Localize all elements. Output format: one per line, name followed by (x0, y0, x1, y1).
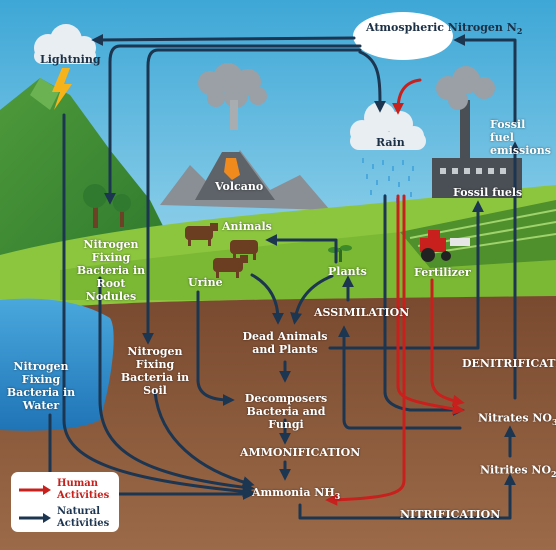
rain-cloud (350, 102, 426, 150)
nitrates-label: Nitrates NO3- (478, 408, 556, 429)
lightning-cloud (34, 24, 96, 64)
arrow-atmos-to-nodules (104, 44, 362, 205)
trees (83, 184, 131, 228)
nfb-root-nodules-label: Nitrogen Fixing Bacteria in Root Nodules (76, 238, 146, 303)
ammonification-label: AMMONIFICATION (240, 446, 361, 459)
green-mountain (0, 78, 170, 260)
arrow-nodules-to-ammonia (98, 276, 255, 494)
nitrites-sub: 2 (551, 468, 556, 479)
plants-label: Plants (328, 265, 367, 278)
factory-smoke (436, 66, 495, 110)
arrow-emissions-to-atmos (453, 34, 517, 124)
rain-label: Rain (376, 136, 405, 149)
atmospheric-nitrogen-label: Atmospheric Nitrogen N2 (366, 21, 522, 38)
ammonia-text: Ammonia NH (252, 486, 335, 499)
human-legend-arrow (19, 485, 51, 495)
arrow-urine-to-decomposers (196, 290, 235, 406)
atmospheric-nitrogen-sub: 2 (516, 26, 523, 37)
cows (185, 223, 258, 278)
arrow-rain-to-nitrates-red (396, 194, 465, 415)
animals-label: Animals (222, 220, 272, 233)
arrow-fertilizer-to-nitrates (430, 278, 465, 407)
nfb-water-label: Nitrogen Fixing Bacteria in Water (6, 360, 76, 412)
soil (0, 296, 556, 550)
ammonia-label: Ammonia NH3 (252, 486, 340, 503)
arrow-plants-to-dead (290, 274, 334, 325)
nitrates-text: Nitrates NO (478, 411, 552, 425)
ammonia-sub: 3 (334, 491, 341, 502)
decomposers-label: Decomposers Bacteria and Fungi (244, 392, 328, 431)
natural-legend-label: Natural Activities (57, 506, 110, 529)
fossil-fuel-emissions-label: Fossil fuel emissions (490, 118, 551, 157)
volcano-label: Volcano (215, 180, 264, 193)
arrow-rain-to-nitrates-dark (383, 194, 465, 416)
assimilation-label: ASSIMILATION (314, 306, 410, 319)
natural-legend-arrow (19, 513, 51, 523)
arrow-human-to-rain (392, 78, 422, 115)
arrow-atmos-to-lightning (91, 33, 356, 46)
arrow-rain-to-ammonia-red (325, 194, 406, 506)
lightning-bolt (52, 68, 72, 110)
atmospheric-nitrogen-bubble (353, 12, 453, 60)
denitrification-label: DENITRIFICATION (462, 357, 556, 370)
urine-label: Urine (188, 276, 223, 289)
nitrites-text: Nitrites NO (480, 463, 552, 477)
human-arrows (325, 78, 465, 506)
nitrites-label: Nitrites NO2- (480, 460, 556, 481)
arrow-plants-to-animals (265, 234, 338, 264)
arrow-lightning-to-ammonia (62, 113, 255, 498)
tractor (420, 230, 470, 262)
atmospheric-nitrogen-text: Atmospheric Nitrogen N (366, 21, 517, 34)
fertilizer-label: Fertilizer (414, 266, 471, 279)
legend: Human Activities Natural Activities (11, 472, 119, 532)
arrow-animals-to-dead (250, 273, 284, 325)
arrow-nitrification (298, 473, 516, 520)
arrow-atmos-to-rain (358, 50, 386, 113)
dead-animals-plants-label: Dead Animals and Plants (242, 330, 328, 356)
arrow-atmos-to-soilbacteria (142, 48, 362, 345)
water (0, 298, 114, 431)
arrow-nitrates-to-plants (338, 325, 462, 430)
nitrates-sub: 3 (551, 416, 556, 427)
arrow-dead-to-fossil (328, 200, 484, 350)
volcano-smoke (198, 63, 267, 130)
arrow-soilbacteria-to-ammonia (153, 390, 255, 488)
human-legend-label: Human Activities (57, 478, 110, 501)
factory (432, 100, 522, 198)
nfb-soil-label: Nitrogen Fixing Bacteria in Soil (120, 345, 190, 397)
fossil-fuels-label: Fossil fuels (453, 186, 523, 199)
nitrification-label: NITRIFICATION (400, 508, 501, 521)
lightning-label: Lightning (40, 53, 101, 66)
